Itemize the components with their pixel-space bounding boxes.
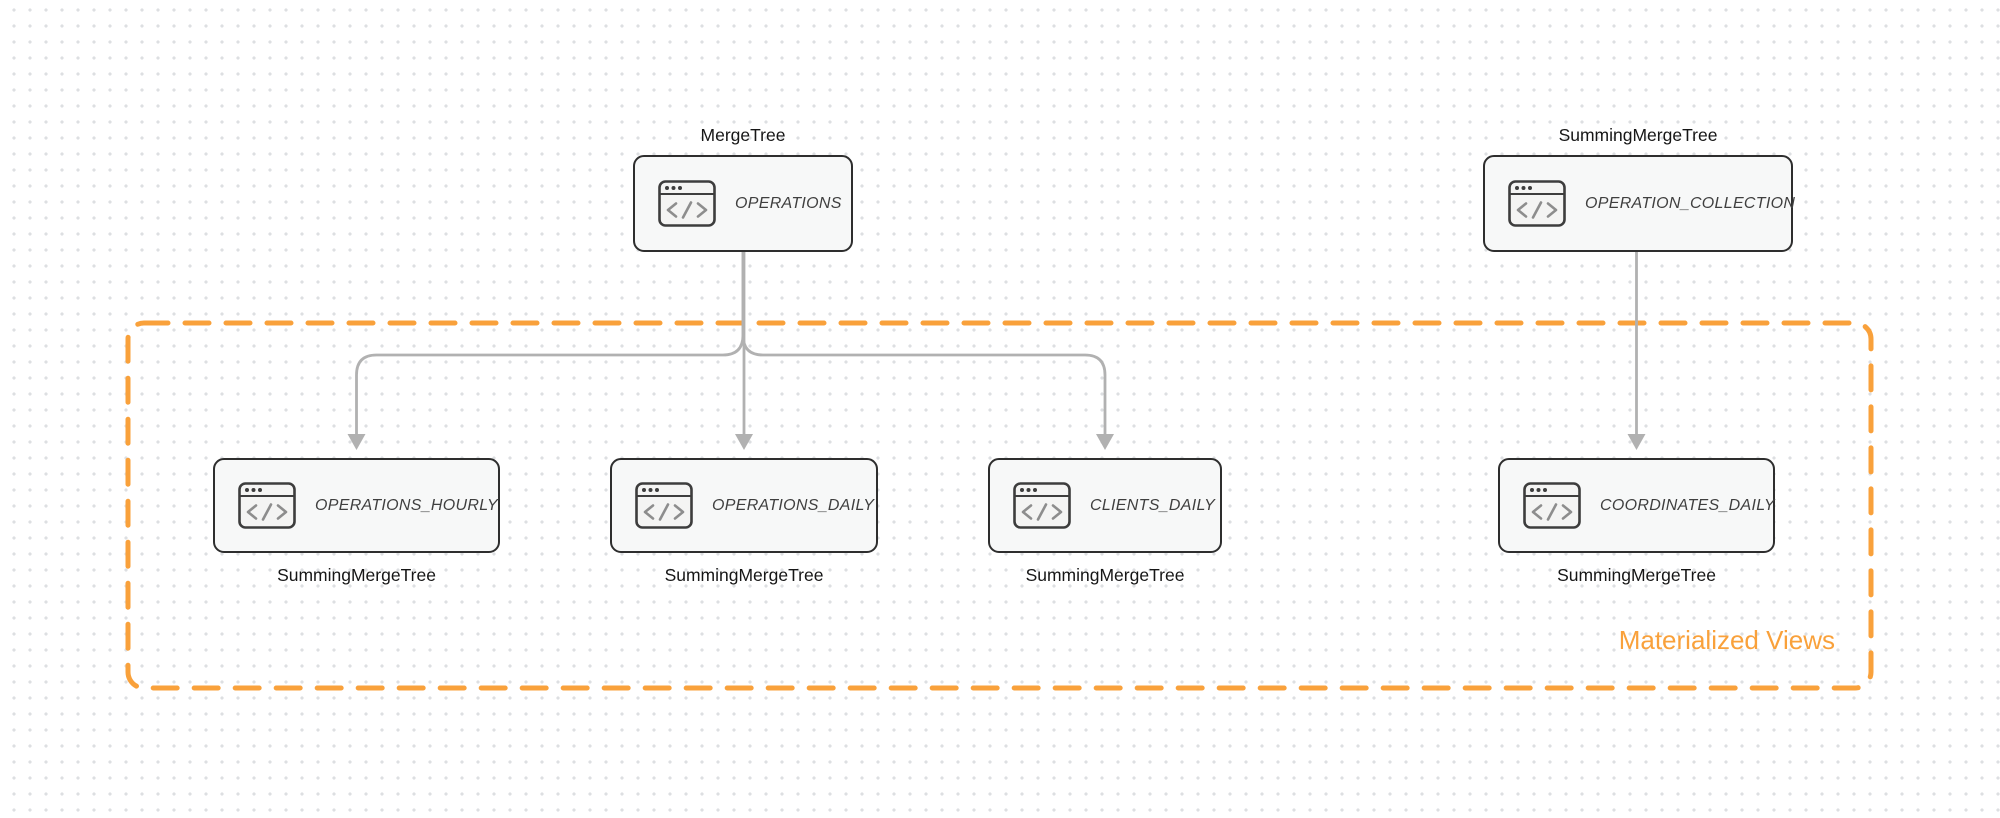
arrowhead [1627,434,1646,450]
edge-operations-to-operations_hourly [355,250,745,438]
code-window-icon [1013,482,1071,529]
node-box[interactable]: COORDINATES_DAILY [1498,458,1775,553]
arrowhead [735,434,753,450]
node-operations_hourly: OPERATIONS_HOURLY SummingMergeTree [213,458,500,585]
code-window-icon [635,482,693,529]
table-name-label: OPERATION_COLLECTION [1585,194,1796,212]
code-window-icon [1523,482,1581,529]
code-window-icon [658,180,716,227]
materialized-views-frame [125,320,1874,691]
node-coordinates_daily: COORDINATES_DAILY SummingMergeTree [1498,458,1775,585]
node-operations: OPERATIONS MergeTree [633,125,853,252]
arrowhead [347,434,366,450]
code-window-icon [238,482,296,529]
node-box[interactable]: OPERATIONS_HOURLY [213,458,500,553]
engine-label: SummingMergeTree [1557,565,1716,585]
code-window-icon [1508,180,1566,227]
node-box[interactable]: OPERATION_COLLECTION [1483,155,1796,252]
node-clients_daily: CLIENTS_DAILY SummingMergeTree [988,458,1222,585]
engine-label: SummingMergeTree [664,565,824,585]
table-name-label: CLIENTS_DAILY [1090,496,1216,514]
edge-operations-to-clients_daily [741,250,1107,438]
table-name-label: OPERATIONS_DAILY [712,496,875,514]
table-name-label: OPERATIONS [735,194,842,212]
table-name-label: OPERATIONS_HOURLY [315,496,498,514]
engine-label: SummingMergeTree [277,565,436,585]
engine-label: SummingMergeTree [1558,125,1718,145]
node-box[interactable]: OPERATIONS_DAILY [610,458,878,553]
node-box[interactable]: CLIENTS_DAILY [988,458,1222,553]
engine-label: MergeTree [700,125,786,145]
engine-label: SummingMergeTree [1025,565,1185,585]
materialized-views-label: Materialized Views [1618,625,1835,655]
node-box[interactable]: OPERATIONS [633,155,853,252]
node-operation_collection: OPERATION_COLLECTION SummingMergeTree [1483,125,1796,252]
table-name-label: COORDINATES_DAILY [1600,496,1775,514]
arrowhead [1096,434,1114,450]
node-operations_daily: OPERATIONS_DAILY SummingMergeTree [610,458,878,585]
